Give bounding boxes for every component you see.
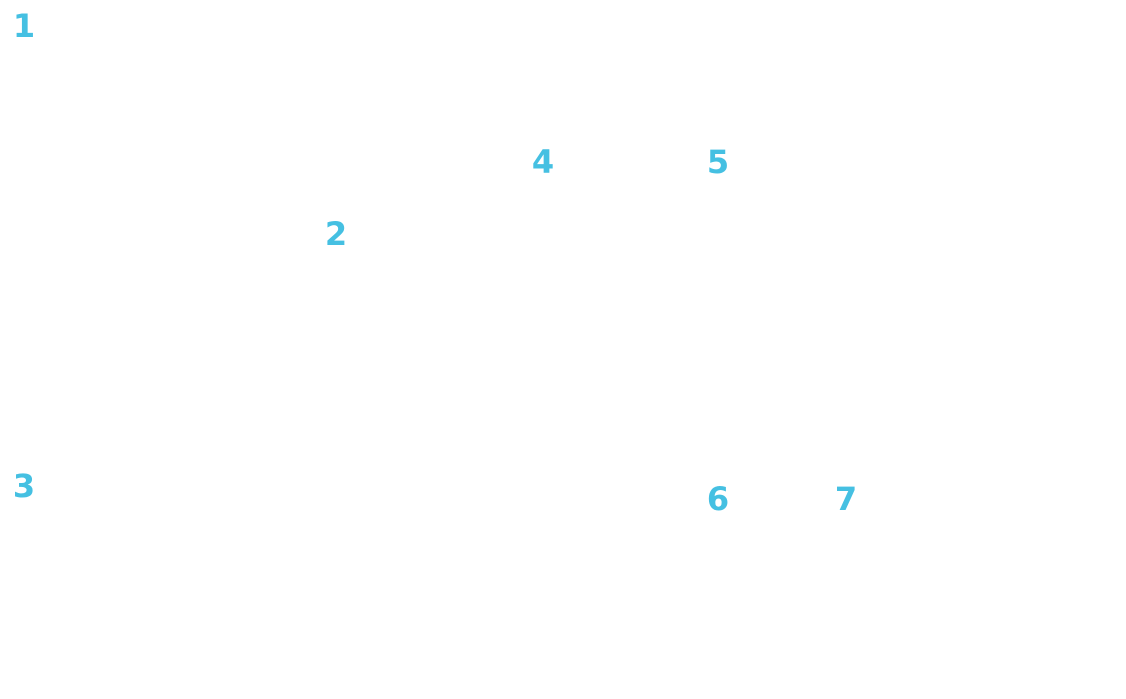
- callout-marker-5: 5: [706, 143, 730, 181]
- callout-marker-1: 1: [12, 7, 36, 45]
- callout-marker-6: 6: [706, 480, 730, 518]
- callout-marker-7: 7: [834, 480, 858, 518]
- callout-marker-3: 3: [12, 467, 36, 505]
- callout-marker-2: 2: [324, 215, 348, 253]
- callout-marker-4: 4: [531, 143, 555, 181]
